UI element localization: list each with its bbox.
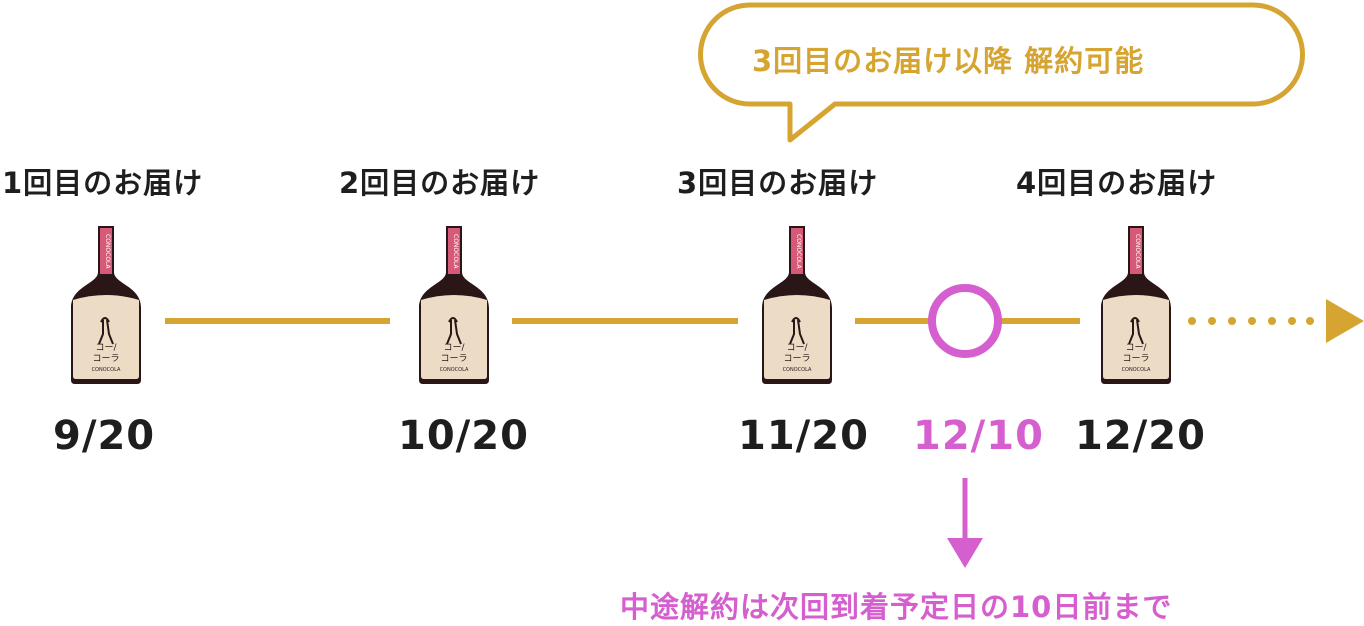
speech-bubble [698, 2, 1305, 143]
delivery-date-2: 10/20 [398, 413, 529, 459]
bubble-text: 3回目のお届け以降 解約可能 [752, 44, 1145, 78]
dotted-continuation [1188, 317, 1314, 325]
bottle-neck-brand: CONOCOLA [452, 234, 459, 270]
bottle-jp-name-2: コーラ [440, 353, 467, 364]
bottle-jp-name-1: コー/ [1125, 343, 1147, 353]
delivery-label-1: 1回目のお届け [2, 166, 204, 200]
bottle-brand: CONOCOLA [1122, 367, 1151, 373]
bottle-image-3: CONOCOLA コー/ コーラ CONOCOLA [762, 226, 832, 384]
delivery-label-4: 4回目のお届け [1016, 166, 1218, 200]
bottle-jp-name-1: コー/ [786, 343, 808, 353]
bottle-image-2: CONOCOLA コー/ コーラ CONOCOLA [419, 226, 489, 384]
bottle-image-1: CONOCOLA コー/ コーラ CONOCOLA [71, 226, 141, 384]
cancel-note: 中途解約は次回到着予定日の10日前まで [620, 590, 1173, 624]
bottle-jp-name-1: コー/ [95, 343, 117, 353]
delivery-date-4: 12/20 [1075, 413, 1206, 459]
bottle-jp-name-2: コーラ [92, 353, 119, 364]
bottle-jp-name-2: コーラ [1122, 353, 1149, 364]
bottle-jp-name-1: コー/ [443, 343, 465, 353]
bottle-brand: CONOCOLA [783, 367, 812, 373]
bottle-neck-brand: CONOCOLA [795, 234, 802, 270]
bottle-brand: CONOCOLA [440, 367, 469, 373]
bottle-neck-brand: CONOCOLA [104, 234, 111, 270]
cancel-date: 12/10 [913, 413, 1044, 459]
delivery-label-3: 3回目のお届け [677, 166, 879, 200]
cancel-circle-marker [928, 284, 1002, 358]
bottle-jp-name-2: コーラ [783, 353, 810, 364]
delivery-date-3: 11/20 [738, 413, 869, 459]
timeline-arrowhead [1326, 299, 1364, 343]
delivery-date-1: 9/20 [53, 413, 156, 459]
cancel-down-arrow-head [947, 538, 983, 568]
bottle-neck-brand: CONOCOLA [1134, 234, 1141, 270]
delivery-label-2: 2回目のお届け [339, 166, 541, 200]
bottle-image-4: CONOCOLA コー/ コーラ CONOCOLA [1101, 226, 1171, 384]
bottle-brand: CONOCOLA [92, 367, 121, 373]
